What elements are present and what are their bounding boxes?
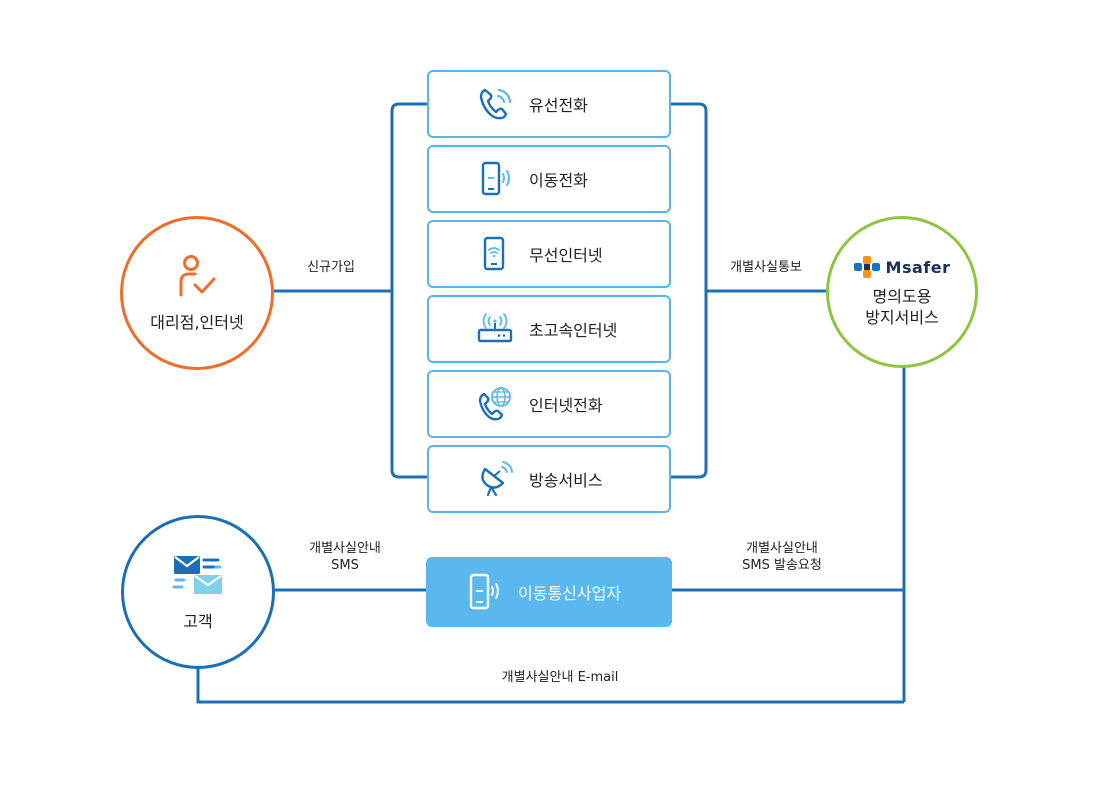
service-box-broadcast: 방송서비스 xyxy=(427,445,671,513)
customer-label: 고객 xyxy=(183,611,213,631)
customer-node: 고객 xyxy=(121,515,275,669)
agency-label: 대리점,인터넷 xyxy=(150,312,244,332)
wired-phone-icon xyxy=(479,88,512,120)
edge-label-signup: 신규가입 xyxy=(307,260,355,275)
service-label-wired-phone: 유선전화 xyxy=(529,96,588,115)
service-label-wireless-internet: 무선인터넷 xyxy=(529,246,603,265)
mail-message-icon xyxy=(172,555,222,594)
router-icon xyxy=(477,313,513,343)
satellite-dish-icon xyxy=(481,461,513,497)
person-check-icon xyxy=(179,254,216,296)
carrier-label: 이동통신사업자 xyxy=(518,584,622,603)
service-box-wireless-internet: 무선인터넷 xyxy=(427,220,671,288)
service-label-internet-phone: 인터넷전화 xyxy=(529,396,603,415)
agency-node: 대리점,인터넷 xyxy=(120,216,274,370)
mobile-phone-icon xyxy=(481,161,510,196)
service-label-broadband: 초고속인터넷 xyxy=(529,321,618,340)
service-label-broadcast: 방송서비스 xyxy=(529,471,603,490)
msafer-logo: Msafer xyxy=(853,256,951,278)
msafer-brand-name: Msafer xyxy=(885,257,951,277)
service-box-internet-phone: 인터넷전화 xyxy=(427,370,671,438)
internet-phone-icon xyxy=(478,387,511,421)
msafer-label: 명의도용 방지서비스 xyxy=(865,287,939,327)
service-box-mobile-phone: 이동전화 xyxy=(427,145,671,213)
wireless-internet-icon xyxy=(483,236,505,271)
carrier-node: 이동통신사업자 xyxy=(426,557,672,627)
msafer-logo-icon xyxy=(853,256,880,278)
service-box-broadband: 초고속인터넷 xyxy=(427,295,671,363)
edge-label-notify: 개별사실통보 xyxy=(730,260,802,275)
service-label-mobile-phone: 이동전화 xyxy=(529,171,588,190)
edge-label-sms-customer: 개별사실안내 SMS xyxy=(309,541,381,573)
service-box-wired-phone: 유선전화 xyxy=(427,70,671,138)
mobile-phone-icon xyxy=(469,573,499,610)
edge-label-sms-request: 개별사실안내 SMS 발송요청 xyxy=(742,541,822,573)
edge-label-email: 개별사실안내 E-mail xyxy=(501,670,619,685)
msafer-node: Msafer 명의도용 방지서비스 xyxy=(826,216,978,368)
